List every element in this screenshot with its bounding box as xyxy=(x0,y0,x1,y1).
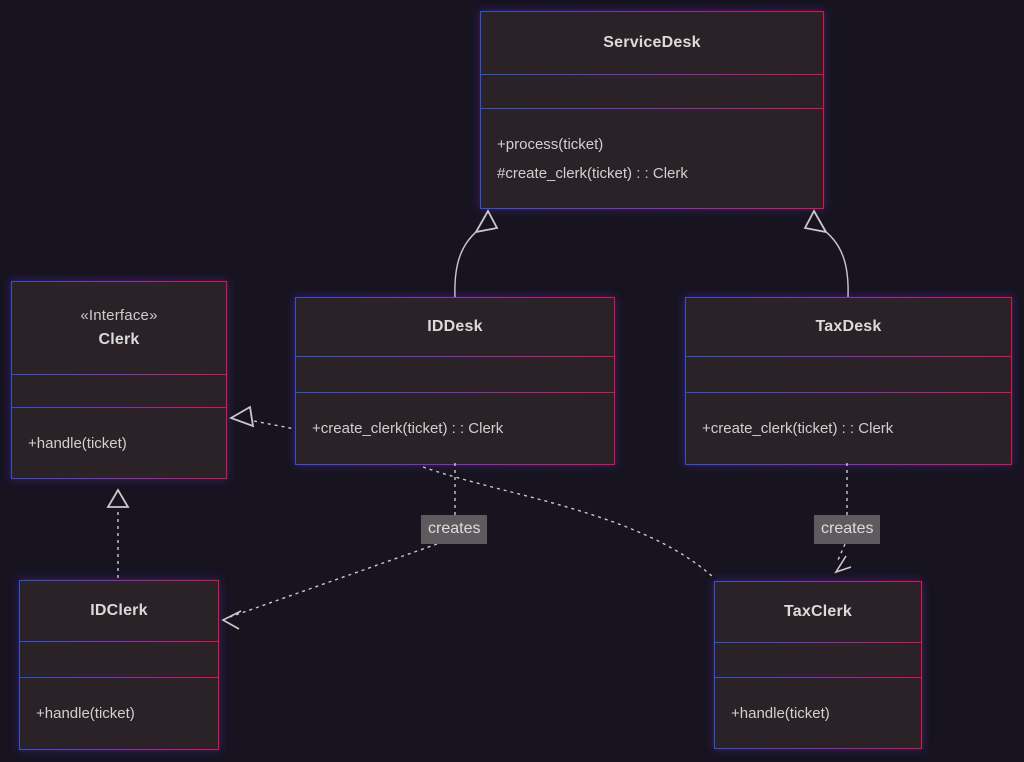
class-title: TaxDesk xyxy=(686,298,1011,356)
section-divider xyxy=(481,74,823,75)
method-line: +handle(ticket) xyxy=(36,705,135,722)
class-name: TaxClerk xyxy=(783,603,852,620)
open-arrowhead-icon xyxy=(221,610,242,630)
class-box-iddesk: IDDesk +create_clerk(ticket) : : Clerk xyxy=(295,297,615,465)
class-title: IDDesk xyxy=(296,298,614,356)
section-divider xyxy=(481,108,823,109)
class-name: ServiceDesk xyxy=(603,34,701,51)
class-name: IDClerk xyxy=(90,602,148,619)
class-methods: +process(ticket) #create_clerk(ticket) :… xyxy=(481,109,823,208)
class-title: «Interface» Clerk xyxy=(12,282,226,374)
class-box-iddesk-inner: IDDesk +create_clerk(ticket) : : Clerk xyxy=(296,298,614,464)
section-divider xyxy=(12,407,226,408)
class-box-taxdesk: TaxDesk +create_clerk(ticket) : : Clerk xyxy=(685,297,1012,465)
open-arrowhead-icon xyxy=(834,555,852,574)
class-stereotype: «Interface» xyxy=(80,307,158,324)
method-line: +create_clerk(ticket) : : Clerk xyxy=(312,420,504,437)
class-methods: +handle(ticket) xyxy=(715,678,921,748)
hollow-triangle-icon xyxy=(106,488,130,508)
class-attributes xyxy=(296,357,614,392)
section-divider xyxy=(296,356,614,357)
class-attributes xyxy=(20,642,218,677)
method-line: +handle(ticket) xyxy=(28,434,127,452)
class-attributes xyxy=(715,643,921,677)
section-divider xyxy=(20,677,218,678)
class-box-servicedesk-inner: ServiceDesk +process(ticket) #create_cle… xyxy=(481,12,823,208)
section-divider xyxy=(715,677,921,678)
hollow-triangle-icon xyxy=(803,209,828,234)
class-name: Clerk xyxy=(98,331,140,348)
edge-iddesk-servicedesk-inheritance xyxy=(454,209,499,298)
class-methods: +handle(ticket) xyxy=(20,678,218,749)
method-line: #create_clerk(ticket) : : Clerk xyxy=(497,164,688,182)
class-title: ServiceDesk xyxy=(481,12,823,74)
section-divider xyxy=(296,392,614,393)
section-divider xyxy=(686,392,1011,393)
class-box-idclerk: IDClerk +handle(ticket) xyxy=(19,580,219,750)
section-divider xyxy=(686,356,1011,357)
hollow-triangle-icon xyxy=(228,405,255,428)
class-box-taxclerk-inner: TaxClerk +handle(ticket) xyxy=(715,582,921,748)
method-line: +process(ticket) xyxy=(497,135,604,153)
section-divider xyxy=(12,374,226,375)
class-box-idclerk-inner: IDClerk +handle(ticket) xyxy=(20,581,218,749)
class-box-taxdesk-inner: TaxDesk +create_clerk(ticket) : : Clerk xyxy=(686,298,1011,464)
class-name: IDDesk xyxy=(427,318,483,335)
class-box-clerk-inner: «Interface» Clerk +handle(ticket) xyxy=(12,282,226,478)
class-methods: +handle(ticket) xyxy=(12,408,226,478)
edge-label-creates-left: creates xyxy=(421,515,488,544)
edge-label-creates-right: creates xyxy=(814,515,881,544)
class-box-servicedesk: ServiceDesk +process(ticket) #create_cle… xyxy=(480,11,824,209)
class-box-taxclerk: TaxClerk +handle(ticket) xyxy=(714,581,922,749)
method-line: +handle(ticket) xyxy=(731,704,830,722)
class-methods: +create_clerk(ticket) : : Clerk xyxy=(296,393,614,464)
edge-taxdesk-servicedesk-inheritance xyxy=(803,209,849,298)
class-title: TaxClerk xyxy=(715,582,921,642)
class-attributes xyxy=(686,357,1011,392)
class-title: IDClerk xyxy=(20,581,218,641)
section-divider xyxy=(20,641,218,642)
class-name: TaxDesk xyxy=(815,318,882,335)
edge-idclerk-clerk-realization xyxy=(106,488,130,578)
class-methods: +create_clerk(ticket) : : Clerk xyxy=(686,393,1011,464)
hollow-triangle-icon xyxy=(474,209,499,234)
method-line: +create_clerk(ticket) : : Clerk xyxy=(702,420,894,437)
section-divider xyxy=(715,642,921,643)
class-attributes xyxy=(481,75,823,108)
edge-iddesk-idclerk-creates xyxy=(221,463,456,630)
class-box-clerk: «Interface» Clerk +handle(ticket) xyxy=(11,281,227,479)
class-attributes xyxy=(12,375,226,407)
